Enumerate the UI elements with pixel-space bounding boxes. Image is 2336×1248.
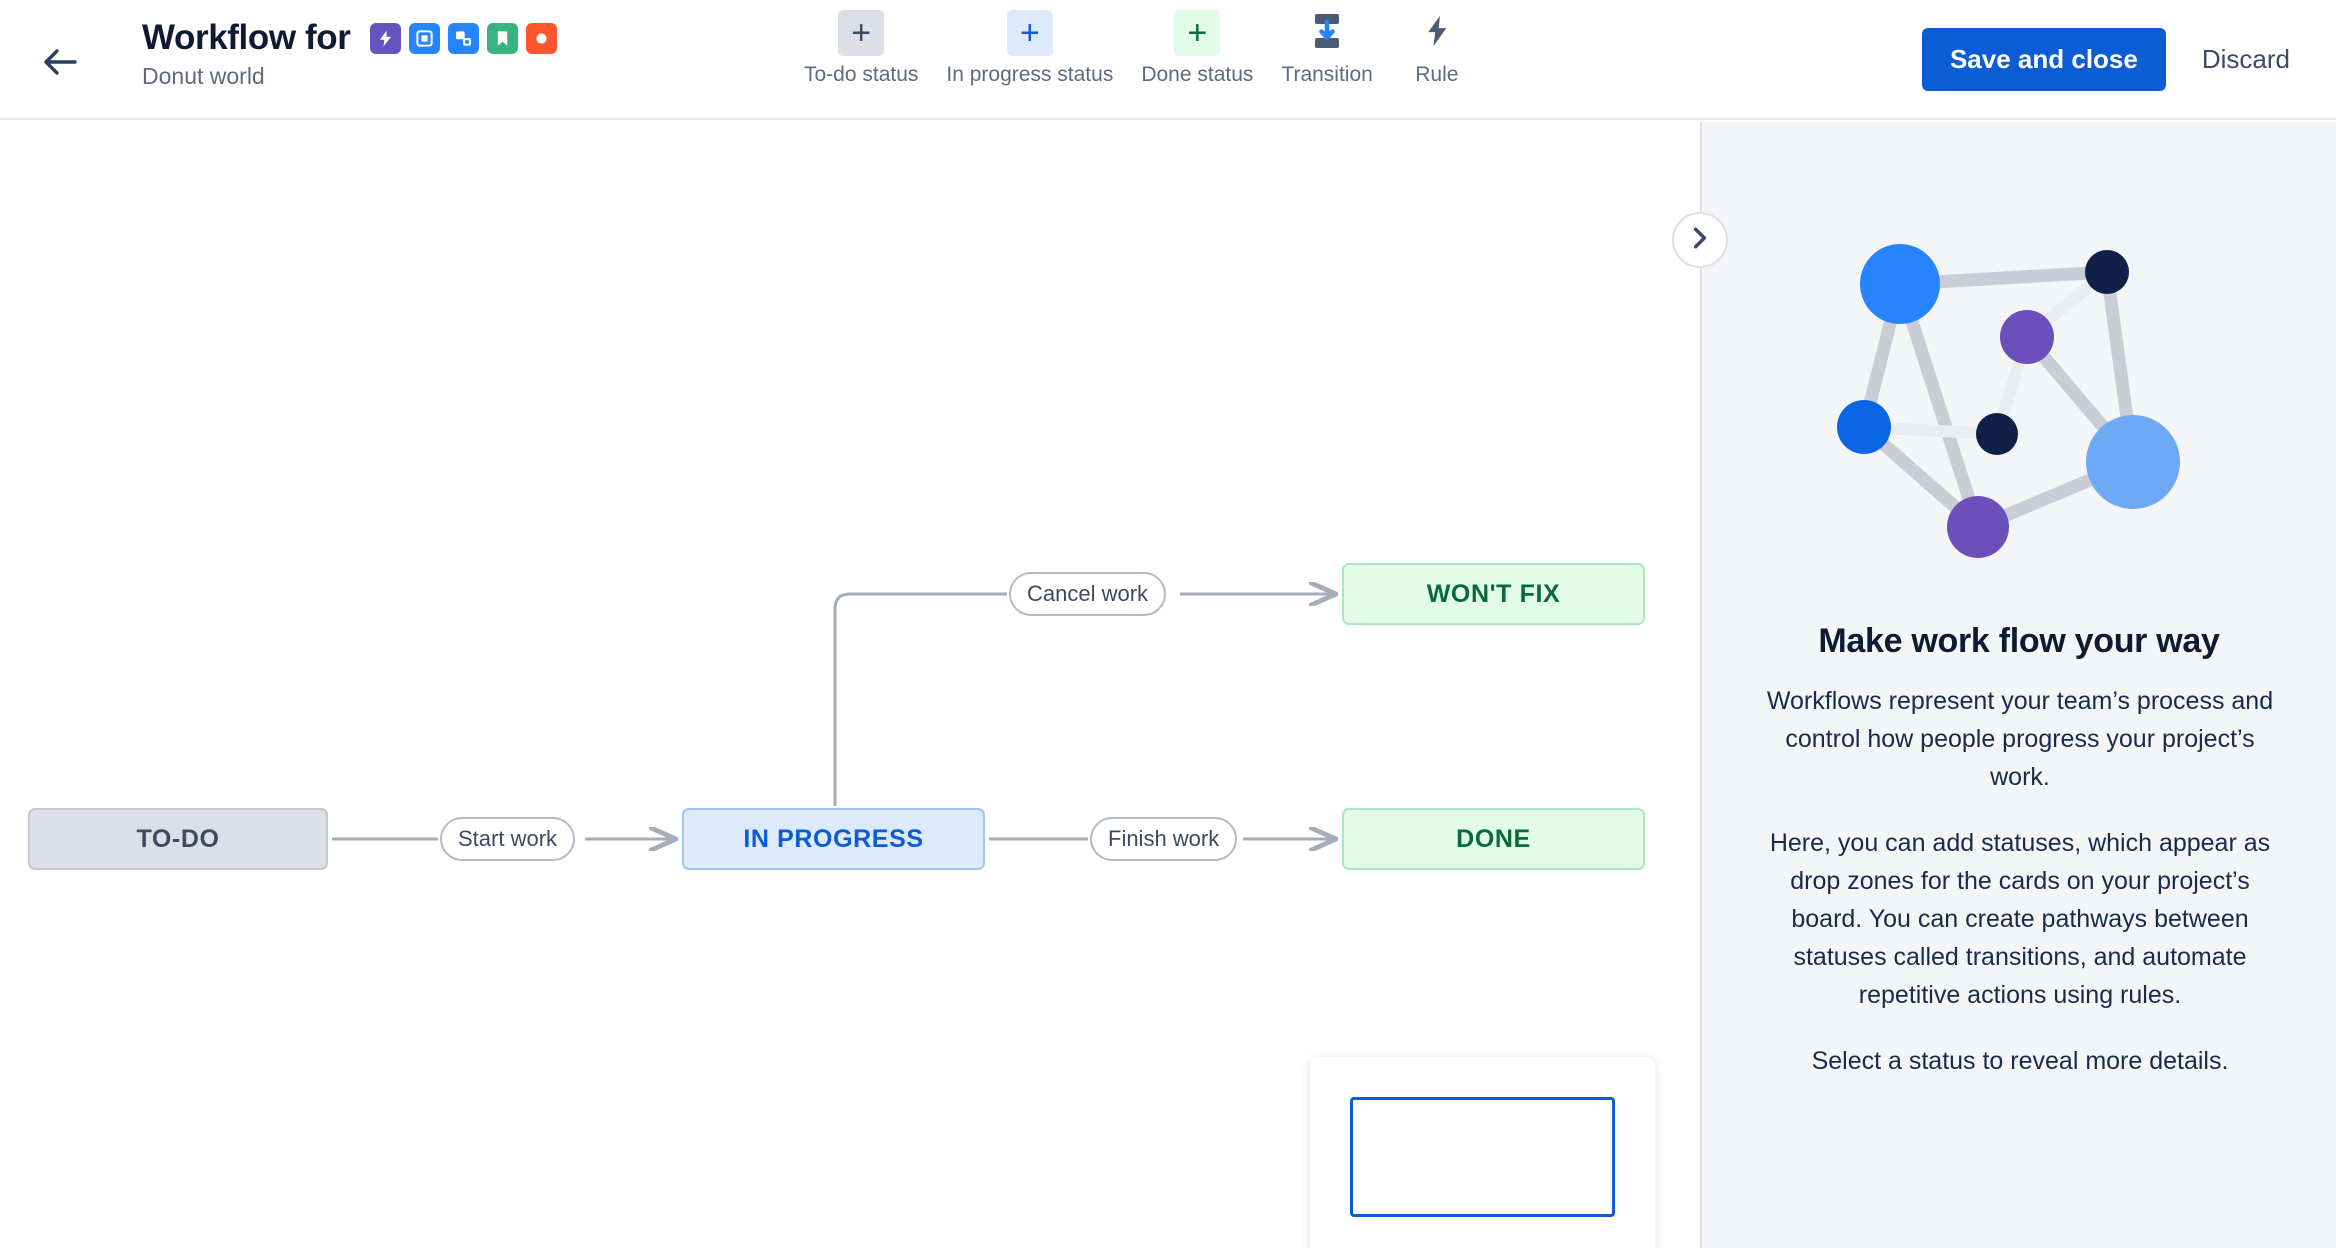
tool-label: In progress status: [946, 63, 1114, 86]
node-label: WON'T FIX: [1426, 579, 1561, 608]
tool-label: Transition: [1281, 63, 1373, 86]
story-icon[interactable]: [487, 22, 519, 54]
transition-label: Cancel work: [1027, 581, 1149, 606]
workflow-canvas[interactable]: TO-DO IN PROGRESS DONE WON'T FIX Start w…: [0, 122, 1698, 1248]
plus-icon: +: [851, 14, 872, 52]
panel-collapse-button[interactable]: [1672, 212, 1728, 268]
workflow-edges: [332, 122, 1698, 1248]
save-and-close-button[interactable]: Save and close: [1921, 28, 2166, 91]
panel-paragraph: Here, you can add statuses, which appear…: [1769, 829, 2271, 1009]
plus-icon: +: [1019, 14, 1040, 52]
status-node-wont-fix[interactable]: WON'T FIX: [1342, 563, 1645, 625]
page-title: Workflow for: [142, 18, 351, 57]
node-label: IN PROGRESS: [743, 824, 924, 853]
add-in-progress-status-button[interactable]: + In progress status: [932, 10, 1127, 88]
epic-icon[interactable]: [370, 22, 402, 54]
workflow-network-illustration: [1820, 222, 2220, 562]
page-subtitle: Donut world: [142, 63, 265, 89]
transition-cancel-work[interactable]: Cancel work: [1009, 572, 1167, 616]
transition-start-work[interactable]: Start work: [440, 817, 576, 861]
tool-label: Done status: [1141, 63, 1254, 86]
status-node-in-progress[interactable]: IN PROGRESS: [682, 808, 985, 870]
bug-icon[interactable]: [526, 22, 558, 54]
arrow-left-icon: [42, 47, 78, 77]
minimap-panel[interactable]: [1310, 1057, 1655, 1248]
panel-paragraph: Select a status to reveal more details.: [1811, 1047, 2229, 1075]
node-label: TO-DO: [136, 824, 220, 853]
add-todo-status-button[interactable]: + To-do status: [790, 10, 932, 88]
status-node-done[interactable]: DONE: [1342, 808, 1645, 870]
tool-label: Rule: [1415, 63, 1459, 86]
discard-button[interactable]: Discard: [2196, 28, 2296, 91]
issue-type-icon-row: [370, 22, 558, 54]
chevron-right-icon: [1690, 226, 1710, 255]
task-icon[interactable]: [409, 22, 441, 54]
minimap-canvas[interactable]: [1310, 1057, 1655, 1248]
info-side-panel: Make work flow your way Workflows repres…: [1700, 122, 2336, 1248]
app-header: Workflow for: [0, 0, 2336, 120]
transition-finish-work[interactable]: Finish work: [1090, 817, 1238, 861]
rule-lightning-icon: [1423, 14, 1451, 53]
title-block: Workflow for: [142, 18, 558, 90]
plus-icon: +: [1187, 14, 1208, 52]
add-transition-button[interactable]: Transition: [1267, 10, 1386, 88]
subtask-icon[interactable]: [448, 22, 480, 54]
tool-label: To-do status: [804, 63, 919, 86]
status-node-todo[interactable]: TO-DO: [28, 808, 328, 870]
minimap-viewport[interactable]: [1350, 1097, 1615, 1217]
panel-body: Workflows represent your team’s process …: [1756, 682, 2284, 1080]
back-button[interactable]: [38, 42, 82, 82]
editor-toolbar: + To-do status + In progress status + Do…: [790, 10, 1487, 88]
transition-label: Finish work: [1108, 826, 1220, 851]
node-label: DONE: [1456, 824, 1531, 853]
panel-paragraph: Workflows represent your team’s process …: [1766, 687, 2274, 791]
panel-heading: Make work flow your way: [1818, 622, 2220, 660]
header-actions: Save and close Discard: [1921, 28, 2296, 91]
add-rule-button[interactable]: Rule: [1387, 10, 1487, 88]
add-done-status-button[interactable]: + Done status: [1127, 10, 1267, 88]
transition-label: Start work: [458, 826, 558, 851]
transition-icon: [1310, 13, 1344, 54]
